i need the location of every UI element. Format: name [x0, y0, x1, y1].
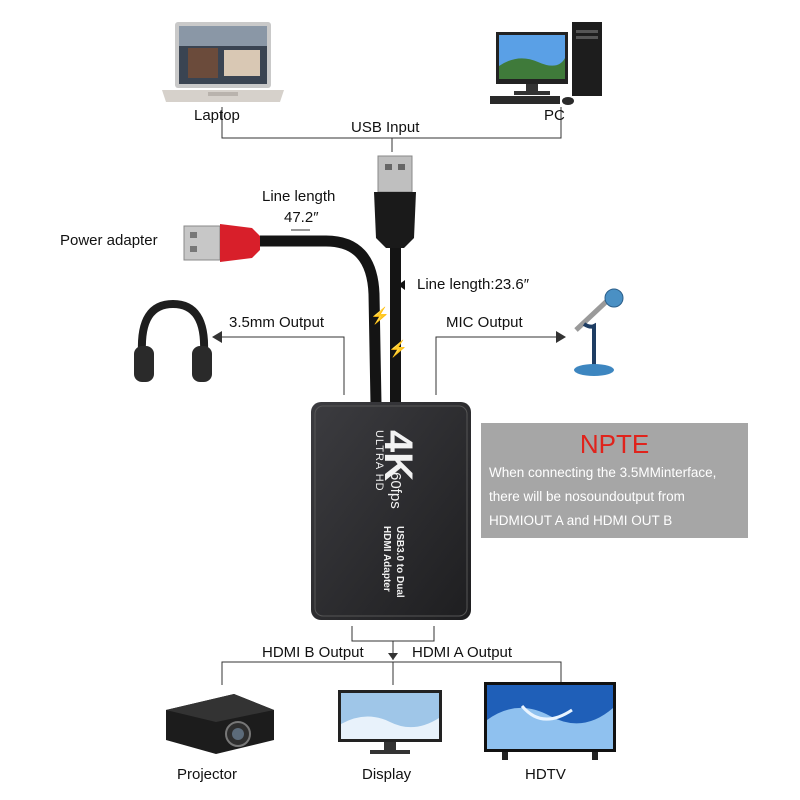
hdmi-a-output-label: HDMI A Output: [412, 644, 513, 661]
microphone-icon: [574, 288, 624, 376]
laptop-icon: [162, 22, 284, 102]
projector-label: Projector: [177, 766, 238, 783]
adapter-model-line1: USB3.0 to Dual: [394, 526, 405, 598]
mic-output-label: MIC Output: [446, 314, 523, 331]
line-length-1-value: 47.2″: [284, 209, 319, 226]
display-icon: [338, 690, 442, 754]
display-label: Display: [362, 766, 412, 783]
power-adapter-label: Power adapter: [60, 232, 158, 249]
headphones-icon: [134, 299, 212, 382]
power-cable-icon: [183, 224, 382, 405]
lightning-icon: ⚡: [388, 341, 408, 358]
pc-label: PC: [544, 107, 565, 124]
note-title: NPTE: [579, 429, 650, 459]
note-line-1: When connecting the 3.5MMinterface,: [489, 465, 717, 480]
usb-input-label: USB Input: [351, 119, 420, 136]
note-line-2: there will be nosoundoutput from: [489, 489, 685, 504]
hdtv-icon: [484, 682, 616, 760]
note-box: NPTE When connecting the 3.5MMinterface,…: [481, 423, 748, 538]
usb-cable-icon: [374, 155, 416, 412]
hdmi-adapter-device: [311, 402, 471, 620]
adapter-fps-text: 60fps: [387, 472, 404, 509]
pc-icon: [490, 22, 602, 105]
hdmi-b-output-label: HDMI B Output: [262, 644, 364, 661]
note-line-3: HDMIOUT A and HDMI OUT B: [489, 513, 673, 528]
lightning-icon: ⚡: [370, 308, 390, 325]
line-length-2-label: Line length:23.6″: [417, 276, 530, 293]
laptop-label: Laptop: [194, 107, 240, 124]
audio-output-label: 3.5mm Output: [229, 314, 325, 331]
hdtv-label: HDTV: [525, 766, 566, 783]
adapter-model-line2: HDMI Adapter: [381, 526, 392, 592]
adapter-ultra-text: ULTRA HD: [373, 430, 385, 492]
projector-icon: [166, 694, 274, 754]
line-length-1-title: Line length: [262, 188, 336, 205]
